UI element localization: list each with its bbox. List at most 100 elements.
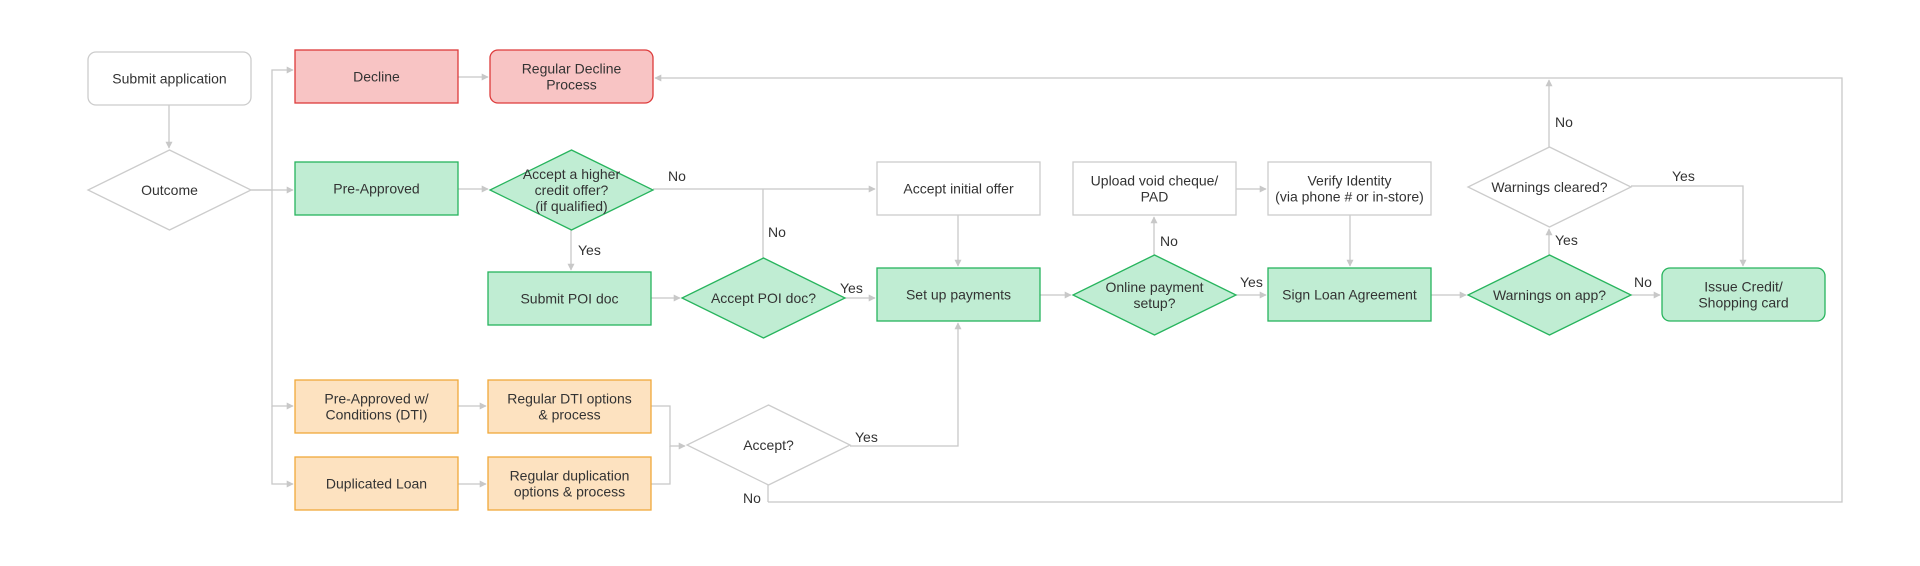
outcome-to-duplicated-edge bbox=[271, 406, 294, 488]
process-box bbox=[1072, 161, 1237, 216]
node-label: Set up payments bbox=[906, 287, 1011, 303]
node-label: Warnings cleared? bbox=[1491, 179, 1607, 195]
node-label: Upload void cheque/ bbox=[1091, 173, 1219, 189]
setup-payments-node: Set up payments bbox=[876, 267, 1041, 322]
submit-application-node: Submit application bbox=[87, 51, 252, 106]
edge-label-poi-yes: Yes bbox=[840, 280, 863, 296]
node-label: Process bbox=[546, 77, 597, 93]
node-label: Pre-Approved w/ bbox=[324, 391, 428, 407]
process-box bbox=[487, 456, 652, 511]
process-box bbox=[487, 379, 652, 434]
node-label: Pre-Approved bbox=[333, 181, 419, 197]
accept-yes-to-setup-edge bbox=[850, 322, 962, 447]
edges bbox=[165, 66, 1843, 503]
outcome-branch-trunk-edge bbox=[251, 66, 294, 191]
node-label: Accept? bbox=[743, 437, 794, 453]
accept-q-node: Accept? bbox=[685, 404, 852, 486]
decline-node: Decline bbox=[294, 49, 459, 104]
pre-approved-dti-node: Pre-Approved w/Conditions (DTI) bbox=[294, 379, 459, 434]
edge-label-warnings-no: No bbox=[1634, 274, 1652, 290]
node-label: PAD bbox=[1141, 189, 1169, 205]
node-label: Accept initial offer bbox=[903, 181, 1014, 197]
warnings-cleared-node: Warnings cleared? bbox=[1466, 146, 1633, 228]
edge-label-cleared-yes: Yes bbox=[1672, 168, 1695, 184]
process-box bbox=[1661, 267, 1826, 322]
duplicated-loan-node: Duplicated Loan bbox=[294, 456, 459, 511]
accept-poi-node: Accept POI doc? bbox=[680, 257, 847, 339]
process-box bbox=[1267, 267, 1432, 322]
process-box bbox=[876, 267, 1041, 322]
decision-diamond bbox=[685, 404, 852, 486]
node-label: Issue Credit/ bbox=[1704, 279, 1783, 295]
decision-diamond bbox=[680, 257, 847, 339]
node-label: Conditions (DTI) bbox=[326, 407, 428, 423]
edge-label-higher-yes: Yes bbox=[578, 242, 601, 258]
process-box bbox=[1267, 161, 1432, 216]
edge-label-poi-no: No bbox=[768, 224, 786, 240]
node-label: Online payment bbox=[1105, 279, 1203, 295]
edge-label-accept-no: No bbox=[743, 490, 761, 506]
node-label: Warnings on app? bbox=[1493, 287, 1606, 303]
node-label: Accept a higher bbox=[523, 166, 621, 182]
node-label: setup? bbox=[1133, 295, 1175, 311]
node-label: Submit POI doc bbox=[520, 291, 618, 307]
process-box bbox=[294, 456, 459, 511]
edge-label-warnings-yes: Yes bbox=[1555, 232, 1578, 248]
edge-label-online-no: No bbox=[1160, 233, 1178, 249]
outcome-to-dti-edge bbox=[271, 190, 294, 410]
pre-approved-node: Pre-Approved bbox=[294, 161, 459, 216]
decision-diamond bbox=[1071, 254, 1238, 336]
process-box bbox=[294, 161, 459, 216]
node-label: Regular duplication bbox=[510, 468, 630, 484]
verify-identity-node: Verify Identity(via phone # or in-store) bbox=[1267, 161, 1432, 216]
warnings-on-app-node: Warnings on app? bbox=[1466, 254, 1633, 336]
process-box bbox=[876, 161, 1041, 216]
edge-label-online-yes: Yes bbox=[1240, 274, 1263, 290]
return-line-to-decline-edge bbox=[654, 74, 1843, 503]
node-label: Regular DTI options bbox=[507, 391, 632, 407]
process-box bbox=[294, 379, 459, 434]
node-label: (if qualified) bbox=[535, 198, 607, 214]
edge-label-higher-no: No bbox=[668, 168, 686, 184]
decision-diamond bbox=[1466, 254, 1633, 336]
edge-label-accept-yes: Yes bbox=[855, 429, 878, 445]
regular-dti-node: Regular DTI options& process bbox=[487, 379, 652, 434]
node-label: options & process bbox=[514, 484, 625, 500]
issue-credit-node: Issue Credit/Shopping card bbox=[1661, 267, 1826, 322]
process-box bbox=[487, 271, 652, 326]
node-label: Outcome bbox=[141, 182, 198, 198]
outcome-node: Outcome bbox=[86, 149, 253, 231]
regulardti-to-accept-edge bbox=[651, 405, 686, 450]
decision-diamond bbox=[86, 149, 253, 231]
node-label: Shopping card bbox=[1698, 295, 1788, 311]
node-label: & process bbox=[538, 407, 600, 423]
node-label: Decline bbox=[353, 69, 400, 85]
process-box bbox=[87, 51, 252, 106]
regulardup-to-accept-edge bbox=[651, 446, 671, 485]
node-label: Submit application bbox=[112, 71, 226, 87]
decision-diamond bbox=[488, 149, 655, 231]
process-box bbox=[489, 49, 654, 104]
decision-diamond bbox=[1466, 146, 1633, 228]
node-label: Verify Identity bbox=[1307, 173, 1391, 189]
node-label: Regular Decline bbox=[522, 61, 622, 77]
node-label: Duplicated Loan bbox=[326, 476, 427, 492]
upload-void-node: Upload void cheque/PAD bbox=[1072, 161, 1237, 216]
node-label: (via phone # or in-store) bbox=[1275, 189, 1424, 205]
cleared-yes-to-issue-edge bbox=[1631, 185, 1747, 267]
submit-poi-node: Submit POI doc bbox=[487, 271, 652, 326]
accept-initial-node: Accept initial offer bbox=[876, 161, 1041, 216]
node-label: credit offer? bbox=[535, 182, 609, 198]
node-label: Accept POI doc? bbox=[711, 290, 816, 306]
node-label: Sign Loan Agreement bbox=[1282, 287, 1417, 303]
sign-loan-node: Sign Loan Agreement bbox=[1267, 267, 1432, 322]
process-box bbox=[294, 49, 459, 104]
edge-label-cleared-no: No bbox=[1555, 114, 1573, 130]
